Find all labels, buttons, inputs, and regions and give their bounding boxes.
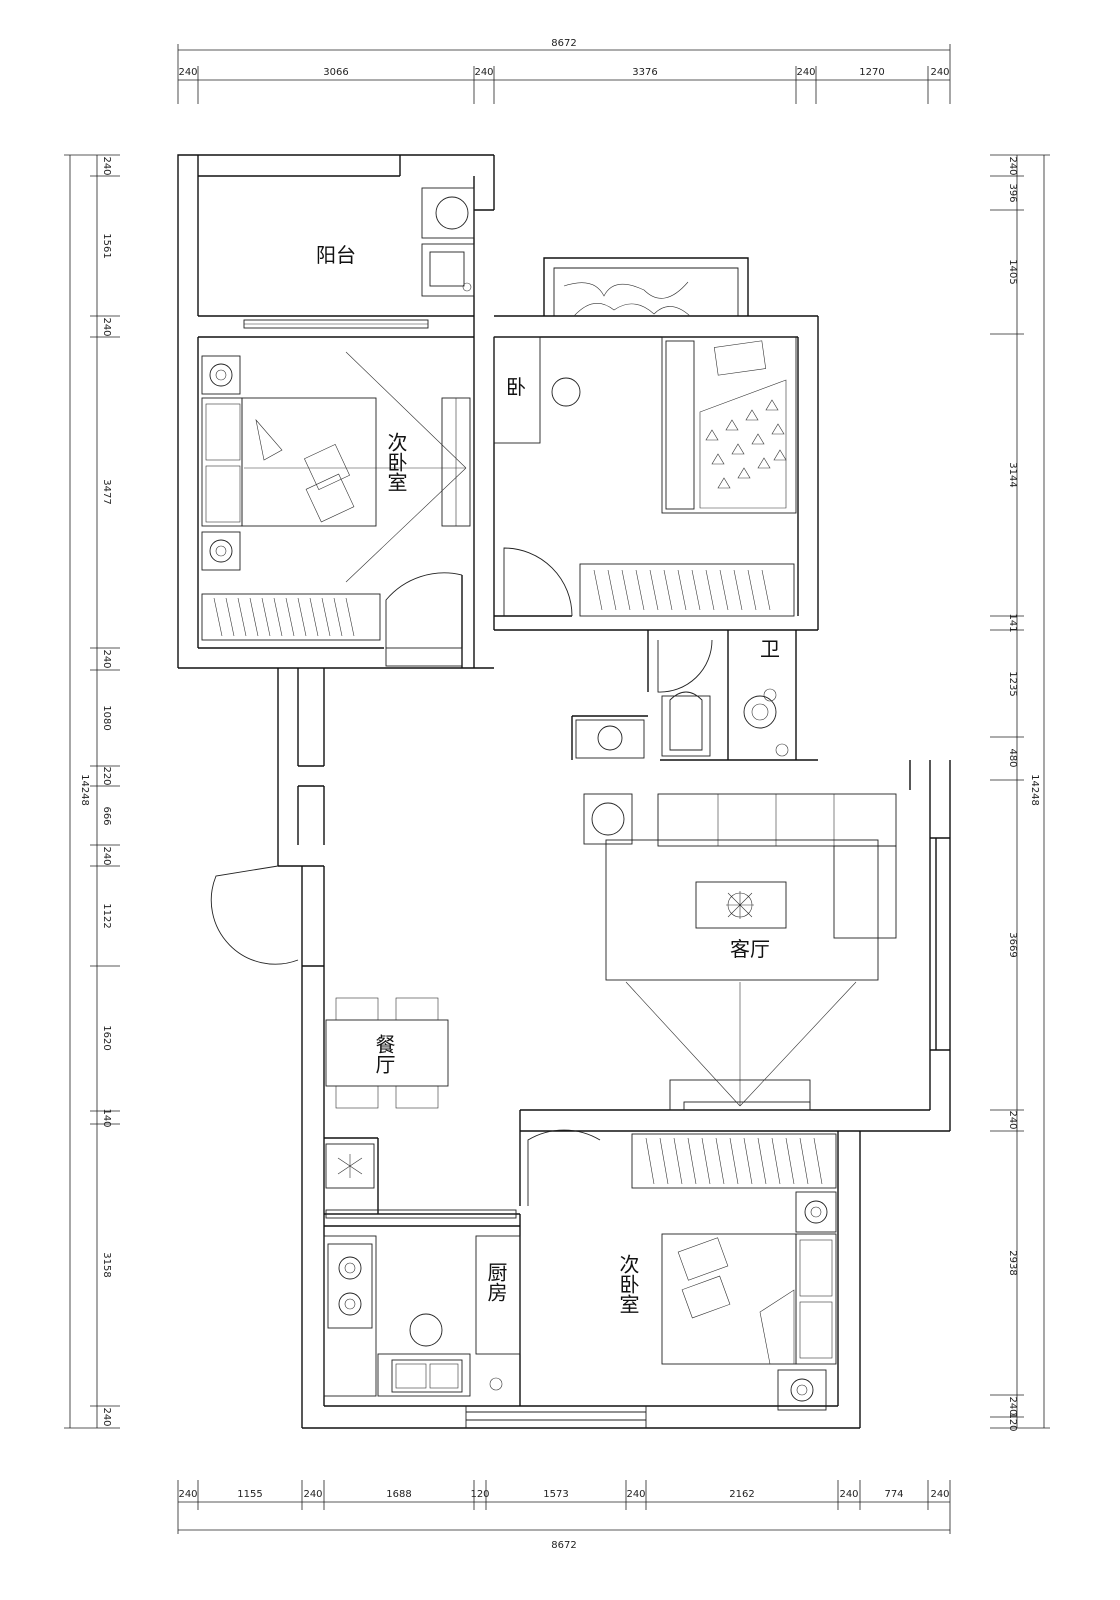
dim-top-total: 8672 <box>551 38 576 49</box>
dim-top-2: 3066 <box>323 67 348 78</box>
dim-right-6: 1235 <box>1007 671 1018 696</box>
balcony-fixtures <box>421 187 475 297</box>
dim-bottom-3: 240 <box>303 1489 322 1500</box>
dim-left-11: 1620 <box>101 1025 112 1050</box>
dim-right-3: 1405 <box>1007 259 1018 284</box>
dim-top-7: 240 <box>930 67 949 78</box>
dim-left-12: 140 <box>101 1108 112 1127</box>
dining-furniture <box>325 997 449 1189</box>
dim-bottom-9: 240 <box>839 1489 858 1500</box>
dim-right-4: 3144 <box>1007 462 1018 487</box>
dim-right-total: 14248 <box>1029 774 1040 806</box>
dim-left-5: 240 <box>101 649 112 668</box>
dim-right-1: 240 <box>1007 156 1018 175</box>
dim-left-10: 1122 <box>101 903 112 928</box>
room-labels: 阳台 次卧室 卧 卫 客厅 餐厅 厨房 次卧室 <box>316 243 780 1314</box>
dim-bottom-5: 120 <box>470 1489 489 1500</box>
dim-left-8: 666 <box>101 806 112 825</box>
dim-bottom-8: 2162 <box>729 1489 754 1500</box>
dim-top-3: 240 <box>474 67 493 78</box>
windows <box>243 319 811 1219</box>
bathroom-fixtures <box>575 688 789 759</box>
dim-bottom-2: 1155 <box>237 1489 262 1500</box>
dim-bottom-1: 240 <box>178 1489 197 1500</box>
label-bedroom-nw: 次卧室 <box>384 432 408 492</box>
bedroom-nw-furniture <box>201 351 471 641</box>
dim-bottom-total: 8672 <box>551 1540 576 1551</box>
dim-right-7: 480 <box>1007 748 1018 767</box>
dim-left-1: 240 <box>101 156 112 175</box>
dim-top-4: 3376 <box>632 67 657 78</box>
dim-left-14: 240 <box>101 1407 112 1426</box>
dim-left-13: 3158 <box>101 1252 112 1277</box>
label-living-room: 客厅 <box>730 937 770 961</box>
label-kitchen: 厨房 <box>484 1262 508 1302</box>
dim-left-7: 220 <box>101 766 112 785</box>
study-furniture <box>493 281 797 617</box>
dim-top-1: 240 <box>178 67 197 78</box>
dim-left-2: 1561 <box>101 233 112 258</box>
dim-left-3: 240 <box>101 317 112 336</box>
kitchen-fixtures <box>323 1235 521 1397</box>
dim-right-2: 396 <box>1007 183 1018 202</box>
label-balcony: 阳台 <box>316 243 356 267</box>
label-study: 卧 <box>506 375 526 399</box>
dim-bottom-7: 240 <box>626 1489 645 1500</box>
dim-right-5: 141 <box>1007 613 1018 632</box>
dimension-lines: 8672 240 3066 240 3376 240 1270 240 <box>64 38 1050 1551</box>
dim-bottom-6: 1573 <box>543 1489 568 1500</box>
dim-left-4: 3477 <box>101 479 112 504</box>
dim-bottom-10: 774 <box>884 1489 903 1500</box>
label-bathroom: 卫 <box>760 637 780 661</box>
dim-right-8: 3669 <box>1007 932 1018 957</box>
dim-top-5: 240 <box>796 67 815 78</box>
dim-left-total: 14248 <box>79 774 90 806</box>
dim-bottom-11: 240 <box>930 1489 949 1500</box>
dim-left-6: 1080 <box>101 705 112 730</box>
dim-left-9: 240 <box>101 846 112 865</box>
living-room-furniture <box>583 793 897 1111</box>
doors <box>210 547 713 1206</box>
dim-right-12: 120 <box>1007 1412 1018 1431</box>
dim-bottom-4: 1688 <box>386 1489 411 1500</box>
label-bedroom-se: 次卧室 <box>616 1254 640 1314</box>
dim-top-6: 1270 <box>859 67 884 78</box>
dim-right-9: 240 <box>1007 1110 1018 1129</box>
dim-right-11: 240 <box>1007 1396 1018 1415</box>
bedroom-se-furniture <box>631 1133 837 1411</box>
walls <box>177 154 951 1429</box>
label-dining-room: 餐厅 <box>372 1034 396 1074</box>
dim-right-10: 2938 <box>1007 1250 1018 1275</box>
